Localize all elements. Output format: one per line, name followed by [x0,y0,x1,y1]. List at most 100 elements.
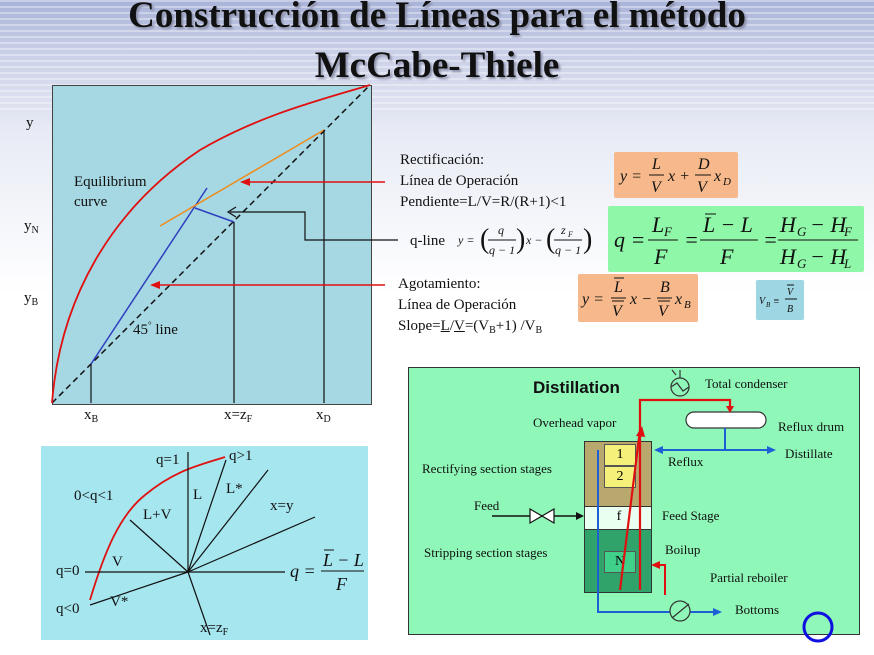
diagonal-45-line [51,84,371,404]
rectification-slope: Pendiente=L/V=R/(R+1)<1 [400,194,567,210]
stripping-stages-label: Stripping section stages [424,545,548,560]
equilibrium-curve [51,84,371,404]
stripping-slope: Slope=L/V=(VB+1) /VB [398,318,543,336]
svg-text:q =: q = [290,561,316,581]
vapor-star-label: V* [110,594,129,610]
reflux-label: Reflux [668,454,704,469]
stage-2: 2 [604,466,636,488]
stripping-line: Línea de Operación [398,297,517,313]
feed-stage-label: Feed Stage [662,508,720,523]
svg-text:F: F [663,224,673,239]
x-eq-y-label: x=y [270,498,294,514]
svg-text:G: G [797,256,807,271]
boilup-label: Boilup [665,542,701,557]
vapor-label: V [112,554,123,570]
x-eq-zf-label: x=zF [200,620,229,638]
q-eq-1-label: q=1 [156,452,180,468]
stripping-title: Agotamiento: [398,276,481,292]
rectifying-stages-label: Rectifying section stages [422,461,552,476]
total-condenser-label: Total condenser [705,376,788,391]
svg-text:≡: ≡ [773,296,780,307]
svg-text:B: B [660,279,670,296]
svg-text:H: H [779,244,797,269]
liquid-star-label: L* [226,481,243,497]
feed-valve-icon [529,507,544,525]
svg-text:B: B [684,299,691,311]
svg-text:(: ( [546,224,555,255]
liquid-label: L [193,487,203,503]
svg-text:y =: y = [457,233,474,247]
stage-f: f [616,509,622,524]
svg-text:H: H [779,212,797,237]
svg-text:V: V [612,303,624,320]
q-eq-0-label: q=0 [56,563,80,579]
stripping-operating-line [90,187,208,365]
xf-tick: x=zF [224,407,253,425]
bottoms-label: Bottoms [735,602,780,617]
svg-text:x −: x − [629,291,652,308]
svg-text:L − L: L − L [702,212,753,237]
svg-text:q =: q = [614,227,645,252]
svg-text:=: = [684,227,699,252]
distillation-title: Distillation [533,378,620,397]
svg-text:(: ( [480,224,489,255]
q-line-diagram [41,446,368,640]
svg-text:x: x [674,291,682,308]
q-gt-1-label: q>1 [229,448,253,464]
svg-text:− H: − H [810,212,847,237]
q-line-connector [230,211,398,241]
svg-text:V: V [697,179,709,196]
reflux-drum-icon [685,411,767,429]
y-axis-label: y [26,115,34,131]
svg-text:F: F [843,224,853,239]
svg-text:D: D [697,156,710,173]
stage-1: 1 [604,444,636,466]
page-title-line2: McCabe-Thiele [314,45,560,86]
svg-text:L: L [613,279,623,296]
svg-text:=: = [763,227,778,252]
svg-text:B: B [787,304,793,315]
svg-text:F: F [653,244,668,269]
reflux-drum-label: Reflux drum [778,419,845,434]
svg-text:L: L [651,156,661,173]
q-line-label: q-line [410,233,445,249]
xd-tick: xD [316,407,331,425]
svg-text:F: F [567,230,573,239]
svg-text:x −: x − [525,233,542,247]
svg-text:F: F [719,244,734,269]
svg-text:x: x [713,168,721,185]
svg-text:q − 1: q − 1 [489,243,515,257]
svg-text:q − 1: q − 1 [555,243,581,257]
svg-text:D: D [722,176,731,188]
svg-text:V: V [658,303,670,320]
overhead-vapor-label: Overhead vapor [533,415,617,430]
svg-text:V: V [759,296,767,307]
q-diagram-curve [89,456,226,601]
rectifying-operating-line [159,129,325,227]
q-line-short [194,207,235,223]
q-small-equation: q = L − L F [288,546,366,596]
yn-tick: yN [24,218,39,236]
rectification-line: Línea de Operación [400,173,519,189]
feed-label: Feed [474,498,500,513]
partial-reboiler-label: Partial reboiler [710,570,788,585]
svg-text:F: F [335,574,348,594]
svg-text:− H: − H [810,244,847,269]
stage-n: N [604,551,636,573]
q-between-label: 0<q<1 [74,488,114,504]
rectification-title: Rectificación: [400,152,485,168]
svg-text:): ) [516,224,525,255]
svg-text:q: q [498,223,504,237]
svg-text:y =: y = [580,291,604,308]
xb-tick: xB [84,407,99,425]
svg-text:B: B [766,301,771,309]
svg-text:V: V [651,179,663,196]
q-lt-0-label: q<0 [56,601,80,617]
